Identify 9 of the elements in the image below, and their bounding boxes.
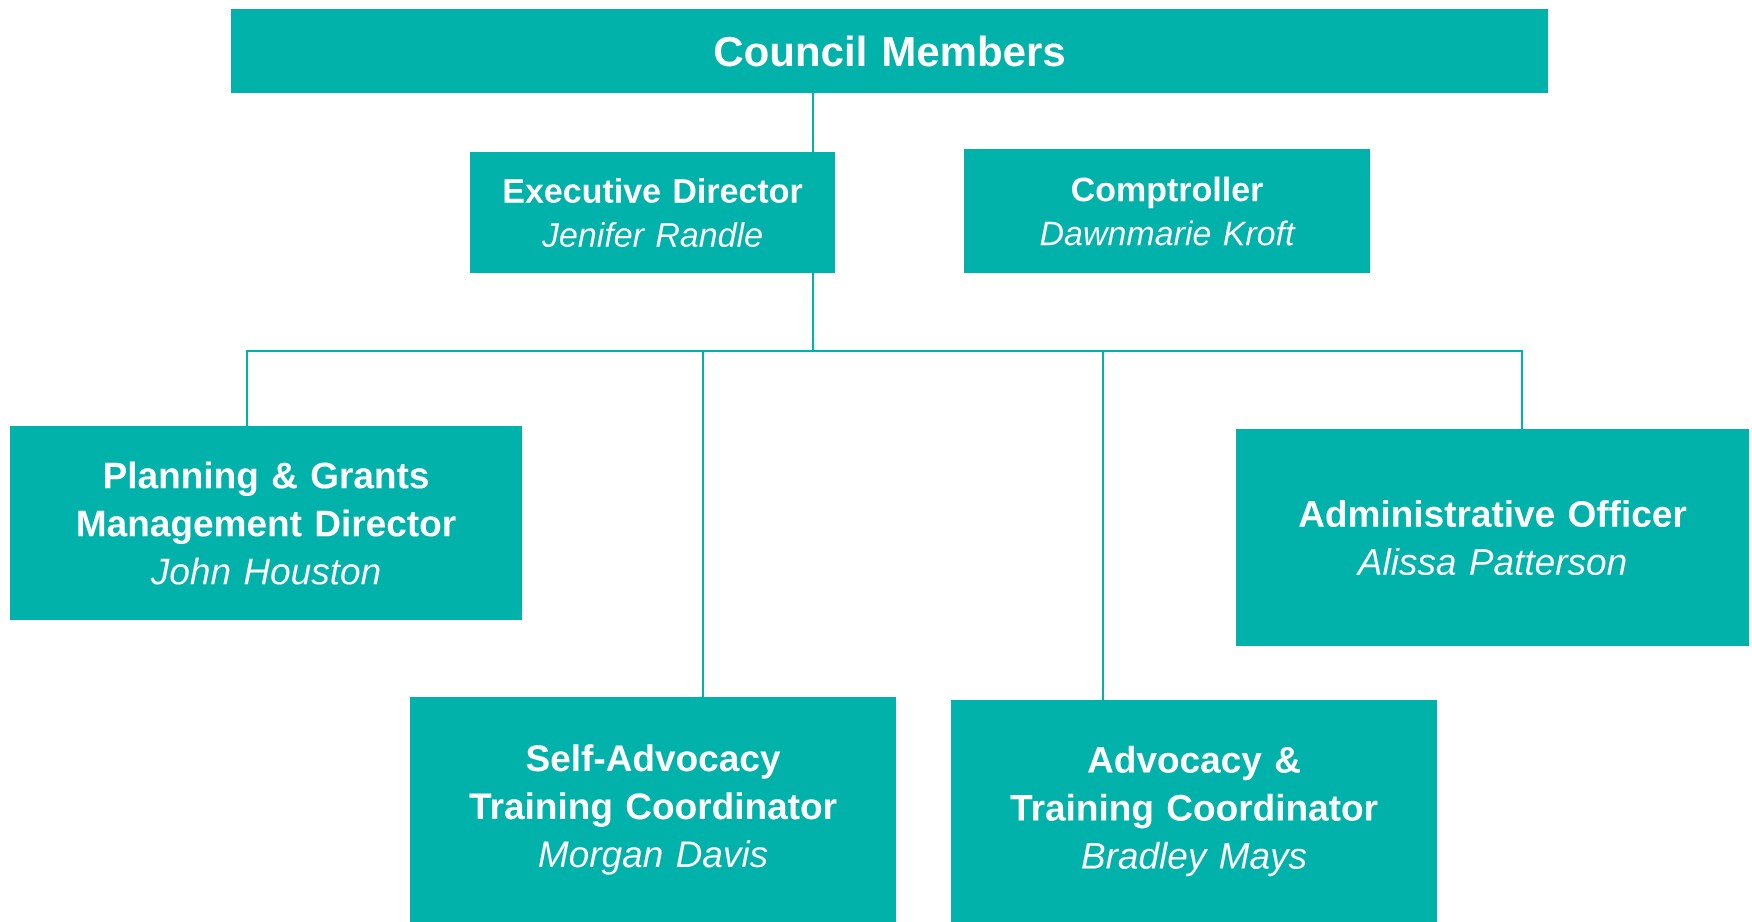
role-box: Advocacy & Training Coordinator Bradley Mays [951, 700, 1437, 922]
role-box: Administrative Officer Alissa Patterson [1236, 429, 1749, 646]
connector-line [812, 92, 814, 153]
role-box: Council Members [231, 9, 1548, 93]
role-box: Executive Director Jenifer Randle [470, 152, 835, 273]
role-box: Planning & Grants Management Director John Houston [10, 426, 522, 620]
role-box: Self-Advocacy Training Coordinator Morgan Davis [410, 697, 896, 922]
role-box: Comptroller Dawnmarie Kroft [964, 149, 1370, 273]
connector-line [812, 272, 1523, 430]
